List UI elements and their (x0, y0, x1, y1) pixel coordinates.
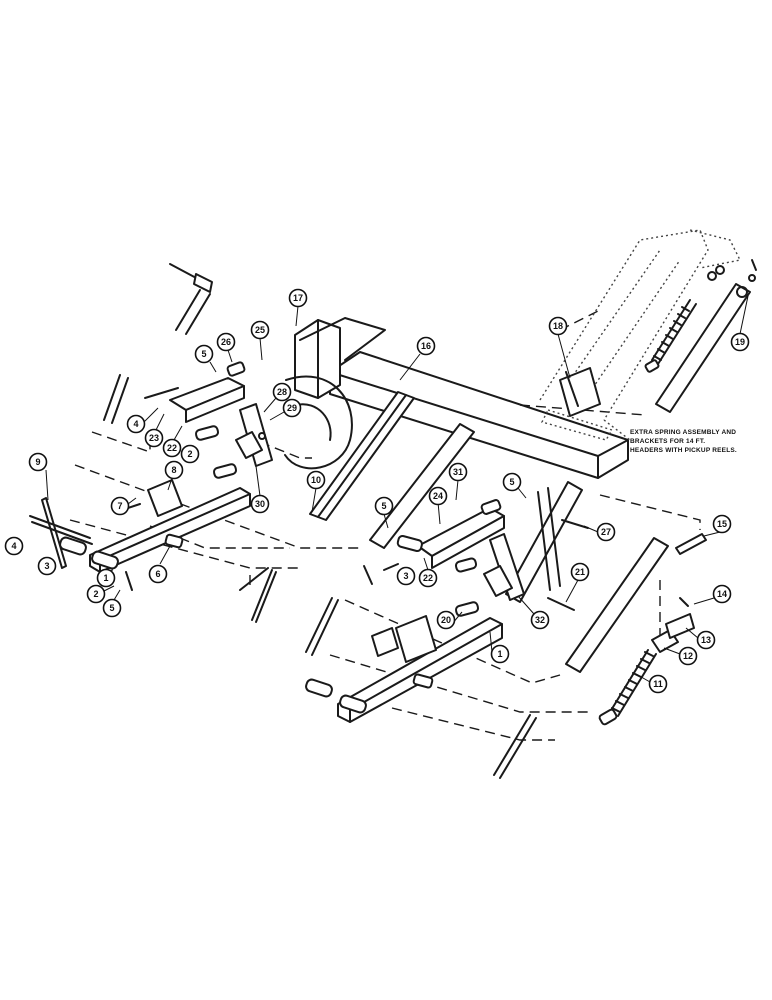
callout-3: 3 (396, 566, 416, 586)
note-line-1: EXTRA SPRING ASSEMBLY AND (630, 429, 736, 436)
callout-29: 29 (269, 398, 302, 421)
extra-spring-assembly-phantom (539, 229, 757, 441)
callout-5: 5 (194, 344, 217, 373)
callouts: 1 1 2 2 3 3 4 4 (4, 288, 750, 694)
callout-label: 25 (255, 325, 265, 335)
callout-label: 27 (601, 527, 611, 537)
callout-10: 10 (306, 470, 326, 513)
callout-label: 18 (553, 321, 563, 331)
callout-3: 3 (37, 556, 57, 576)
callout-label: 5 (201, 349, 206, 359)
callout-16: 16 (399, 336, 436, 381)
extra-spring-note: EXTRA SPRING ASSEMBLY AND BRACKETS FOR 1… (630, 429, 737, 454)
callout-label: 31 (453, 467, 463, 477)
callout-2: 2 (180, 444, 200, 464)
left-lift-arm-assembly (29, 263, 273, 591)
callout-label: 26 (221, 337, 231, 347)
callout-30: 30 (250, 465, 270, 514)
callout-label: 15 (717, 519, 727, 529)
note-line-3: HEADERS WITH PICKUP REELS. (630, 447, 737, 454)
callout-label: 3 (44, 561, 49, 571)
callout-label: 8 (171, 465, 176, 475)
callout-13: 13 (685, 627, 716, 650)
callout-label: 16 (421, 341, 431, 351)
callout-label: 24 (433, 491, 443, 501)
callout-label: 1 (497, 649, 502, 659)
callout-7: 7 (110, 496, 137, 516)
callout-5: 5 (502, 472, 527, 499)
right-lift-arm-assembly (305, 499, 525, 723)
callout-9: 9 (28, 452, 49, 501)
callout-label: 4 (11, 541, 16, 551)
callout-19: 19 (730, 295, 750, 352)
callout-label: 5 (109, 603, 114, 613)
callout-label: 20 (441, 615, 451, 625)
callout-label: 2 (187, 449, 192, 459)
callout-label: 19 (735, 337, 745, 347)
callout-label: 7 (117, 501, 122, 511)
callout-31: 31 (448, 462, 468, 501)
callout-4: 4 (126, 407, 159, 434)
callout-5: 5 (102, 589, 122, 618)
callout-27: 27 (583, 522, 616, 542)
callout-label: 28 (277, 387, 287, 397)
callout-22: 22 (162, 425, 183, 458)
callout-24: 24 (428, 486, 448, 525)
callout-26: 26 (216, 332, 236, 363)
callout-23: 23 (144, 413, 165, 448)
callout-label: 11 (653, 679, 663, 689)
callout-label: 21 (575, 567, 585, 577)
callout-22: 22 (418, 557, 438, 588)
callout-label: 10 (311, 475, 321, 485)
callout-6: 6 (148, 545, 171, 584)
callout-label: 2 (93, 589, 98, 599)
callout-15: 15 (703, 514, 732, 537)
callout-label: 32 (535, 615, 545, 625)
callout-1: 1 (489, 631, 510, 664)
callout-label: 23 (149, 433, 159, 443)
callout-1: 1 (96, 568, 116, 588)
callout-5: 5 (374, 496, 394, 529)
callout-8: 8 (164, 460, 184, 491)
callout-4: 4 (4, 536, 24, 556)
callout-label: 30 (255, 499, 265, 509)
callout-label: 5 (509, 477, 514, 487)
callout-12: 12 (663, 646, 698, 666)
springs (598, 299, 697, 726)
callout-2: 2 (86, 584, 115, 604)
callout-label: 29 (287, 403, 297, 413)
callout-11: 11 (635, 673, 668, 694)
callout-label: 17 (293, 293, 303, 303)
callout-21: 21 (565, 562, 590, 603)
callout-label: 9 (35, 457, 40, 467)
callout-label: 14 (717, 589, 727, 599)
callout-28: 28 (263, 382, 292, 413)
callout-20: 20 (436, 610, 463, 630)
callout-label: 22 (167, 443, 177, 453)
callout-label: 4 (133, 419, 138, 429)
callout-label: 22 (423, 573, 433, 583)
callout-label: 12 (683, 651, 693, 661)
callout-label: 13 (701, 635, 711, 645)
tubes-and-rods (103, 374, 707, 779)
note-line-2: BRACKETS FOR 14 FT. (630, 438, 705, 445)
callout-25: 25 (250, 320, 270, 361)
callout-label: 6 (155, 569, 160, 579)
callout-18: 18 (548, 316, 571, 379)
callout-label: 5 (381, 501, 386, 511)
callout-label: 3 (403, 571, 408, 581)
callout-17: 17 (288, 288, 308, 327)
callout-14: 14 (693, 584, 732, 605)
callout-label: 1 (103, 573, 108, 583)
callout-32: 32 (517, 595, 550, 630)
